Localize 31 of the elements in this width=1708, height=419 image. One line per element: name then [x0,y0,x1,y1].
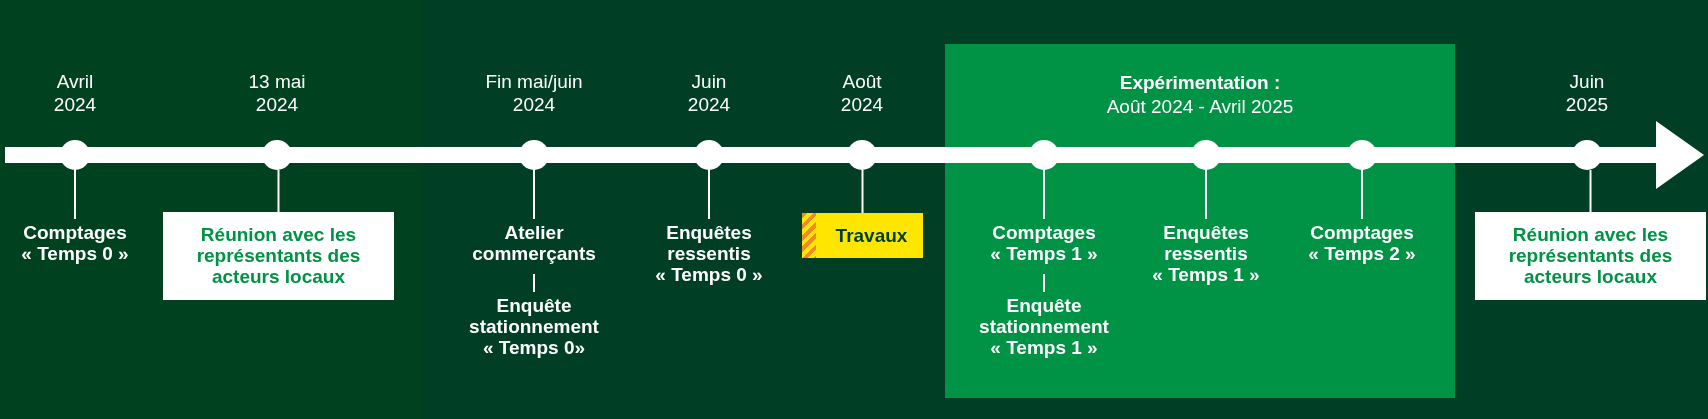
event-label: Enquêtes ressentis « Temps 0 » [644,222,774,292]
leader-line [1043,273,1045,293]
event-box: Réunion avec les représentants des acteurs locaux [163,212,394,300]
leader-line [277,169,280,213]
event-label: Enquête stationnement « Temps 1 » [964,295,1124,365]
event-label: Enquêtes ressentis « Temps 1 » [1141,222,1271,292]
works-badge: Travaux [802,213,923,258]
date-label: Juin 2025 [1564,70,1610,116]
leader-line [1589,169,1592,213]
date-label: Juin 2024 [686,70,732,116]
leader-line [533,169,535,220]
period-dates: Août 2024 - Avril 2025 [1105,96,1295,117]
date-label: Avril 2024 [52,70,98,116]
event-label: Comptages « Temps 2 » [1297,222,1427,270]
leader-line [533,273,535,293]
event-box: Réunion avec les représentants des acteurs locaux [1475,212,1706,300]
event-label: Enquête stationnement « Temps 0» [454,295,614,365]
leader-line [1205,169,1207,220]
period-band [945,44,1455,398]
event-label: Atelier commerçants [459,222,609,270]
date-label: 13 mai 2024 [247,70,307,116]
leader-line [708,169,710,220]
event-label: Comptages « Temps 0 » [10,222,140,270]
leader-line [861,169,864,214]
leader-line [1361,169,1363,220]
event-label: Comptages « Temps 1 » [979,222,1109,270]
leader-line [74,169,76,220]
date-label: Août 2024 [839,70,885,116]
leader-line [1043,169,1045,220]
period-title: Expérimentation : [1118,72,1282,93]
date-label: Fin mai/juin 2024 [484,70,584,116]
